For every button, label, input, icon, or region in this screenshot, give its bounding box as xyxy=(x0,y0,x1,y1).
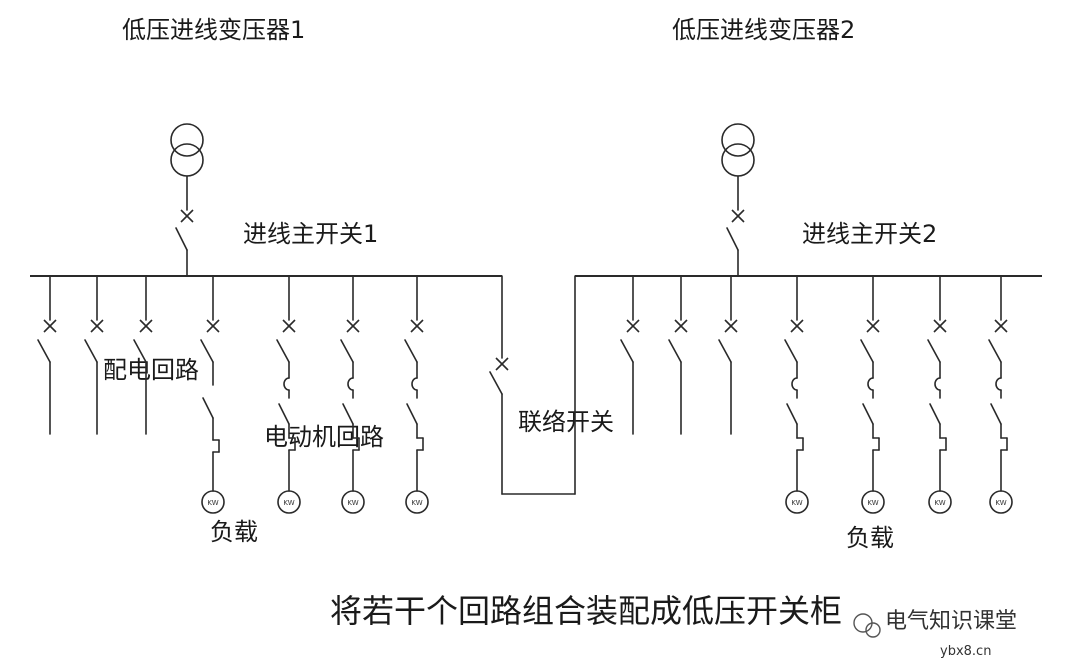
motor-feeder: KW xyxy=(276,275,301,514)
motor-feeder: KW xyxy=(860,275,885,514)
wechat-icon xyxy=(853,613,873,633)
motor-feeder: KW xyxy=(927,275,952,514)
motor-feeder: KW xyxy=(988,275,1013,514)
caption: 将若干个回路组合装配成低压开关柜 xyxy=(330,592,842,630)
tie-switch-symbol xyxy=(489,275,576,495)
transformer-2-label: 低压进线变压器2 xyxy=(672,16,855,44)
distribution-feeder xyxy=(37,275,57,435)
distribution-feeder xyxy=(620,275,640,435)
watermark: 电气知识课堂 ybx8.cn xyxy=(853,609,1017,659)
feeder-circuits: KW KW KW KW KW KW KW KW xyxy=(37,275,1013,514)
motor-feeder: KW xyxy=(784,275,809,514)
distribution-feeder xyxy=(133,275,153,435)
load-symbol-text: KW xyxy=(791,499,802,507)
wechat-icon-bubble xyxy=(865,622,881,638)
distribution-circuit-label: 配电回路 xyxy=(103,356,199,384)
main-switch-2-label: 进线主开关2 xyxy=(802,220,937,248)
load-symbol-text: KW xyxy=(995,499,1006,507)
watermark-site: ybx8.cn xyxy=(940,644,991,659)
load-label-right: 负载 xyxy=(846,524,894,552)
load-feeder: KW xyxy=(200,275,225,514)
main-switch-1-label: 进线主开关1 xyxy=(243,220,378,248)
load-symbol-text: KW xyxy=(867,499,878,507)
load-symbol-text: KW xyxy=(207,499,218,507)
load-symbol-text: KW xyxy=(411,499,422,507)
motor-circuit-label: 电动机回路 xyxy=(264,423,384,451)
distribution-feeder xyxy=(84,275,104,435)
distribution-feeder xyxy=(668,275,688,435)
watermark-name: 电气知识课堂 xyxy=(885,609,1017,634)
load-symbol-text: KW xyxy=(347,499,358,507)
transformer-1-label: 低压进线变压器1 xyxy=(122,16,305,44)
load-label-left: 负载 xyxy=(210,518,258,546)
transformer-1-symbol xyxy=(170,123,204,276)
transformer-2-symbol xyxy=(721,123,755,276)
load-symbol-text: KW xyxy=(934,499,945,507)
motor-feeder: KW xyxy=(404,275,429,514)
load-symbol-text: KW xyxy=(283,499,294,507)
motor-feeder: KW xyxy=(340,275,365,514)
distribution-feeder xyxy=(718,275,738,435)
tie-switch-label: 联络开关 xyxy=(518,408,614,436)
